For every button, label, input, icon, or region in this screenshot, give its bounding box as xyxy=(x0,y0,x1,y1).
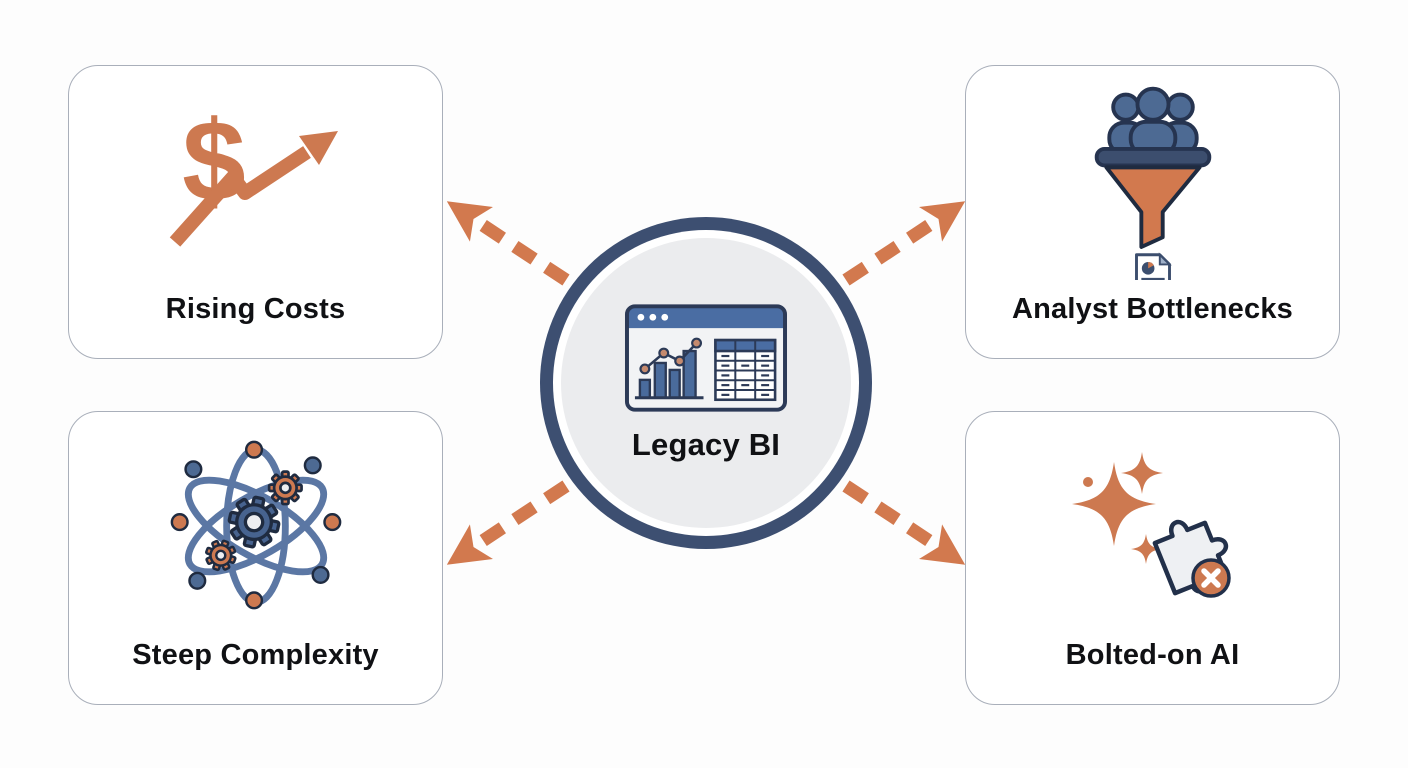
table-glyph xyxy=(714,338,777,402)
node-label: Steep Complexity xyxy=(132,639,379,671)
atom-gears-icon xyxy=(170,440,341,609)
small-gear-icon xyxy=(204,539,237,571)
node-rising-costs: $ Rising Costs xyxy=(68,65,443,359)
bi-dashboard-icon xyxy=(624,304,788,412)
node-steep-complexity: Steep Complexity xyxy=(68,411,443,705)
node-label: Rising Costs xyxy=(165,293,346,325)
small-gear-icon xyxy=(267,469,303,505)
arrow-top-left xyxy=(446,201,570,286)
center-node-legacy-bi: Legacy BI xyxy=(540,217,872,549)
node-analyst-bottlenecks: Analyst Bottlenecks xyxy=(965,65,1340,359)
dollar-trend-up-icon: $ xyxy=(169,100,338,247)
node-label: Bolted-on AI xyxy=(1065,639,1240,671)
people-funnel-report-icon xyxy=(1094,86,1211,280)
center-node-label: Legacy BI xyxy=(631,427,781,462)
arrow-top-right xyxy=(842,201,966,286)
sparkles-icon xyxy=(1071,451,1163,564)
node-label: Analyst Bottlenecks xyxy=(1012,293,1293,325)
error-badge-icon xyxy=(1190,557,1231,598)
center-gear-icon xyxy=(227,495,280,548)
arrow-bottom-right xyxy=(842,480,966,565)
node-bolted-on-ai: Bolted-on AI xyxy=(965,411,1340,705)
sparkles-puzzle-error-icon xyxy=(1071,451,1231,598)
arrow-bottom-left xyxy=(446,480,570,565)
report-document-icon xyxy=(1134,251,1172,280)
